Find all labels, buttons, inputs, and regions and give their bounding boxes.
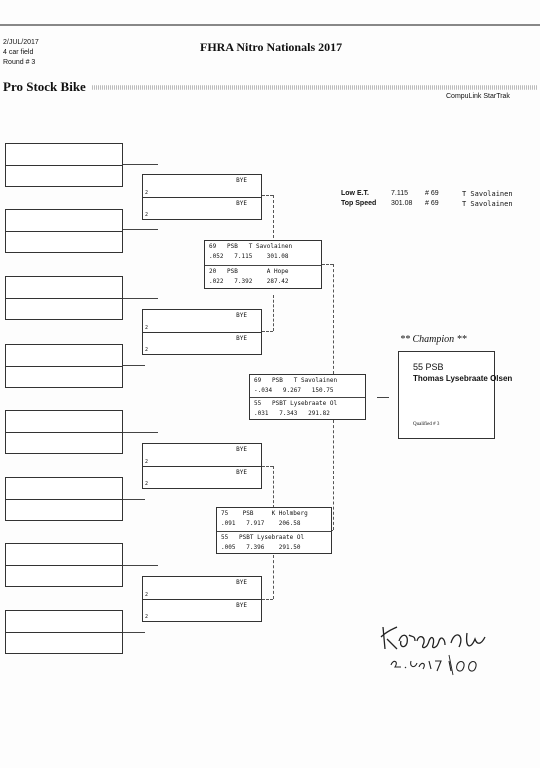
round1-box-6 [5, 477, 123, 521]
connector [273, 466, 274, 508]
connector [332, 530, 333, 531]
connector [273, 555, 274, 599]
round1-box-3 [5, 276, 123, 320]
connector [123, 432, 158, 433]
connector [123, 499, 145, 500]
top-rule [0, 24, 540, 26]
round-number: Round # 3 [3, 59, 36, 66]
round1-box-8 [5, 610, 123, 654]
champion-label: ** Champion ** [400, 334, 467, 345]
champion-name: Thomas Lysebraate Olsen [413, 374, 513, 383]
champion-qualified: Qualified # 3 [413, 422, 440, 427]
connector [123, 632, 145, 633]
field-size: 4 car field [3, 49, 34, 56]
round1-box-5 [5, 410, 123, 454]
connector [123, 298, 158, 299]
connector [123, 565, 158, 566]
connector [262, 195, 273, 196]
event-title: FHRA Nitro Nationals 2017 [200, 40, 343, 54]
round1-box-2 [5, 209, 123, 253]
round1-box-4 [5, 344, 123, 388]
connector [123, 164, 158, 165]
round2-box-a: 69 PSB T Savolainen .052 7.115 301.08 20… [204, 240, 322, 289]
event-date: 2/JUL/2017 [3, 39, 39, 46]
connector [262, 331, 273, 332]
connector [123, 365, 145, 366]
round2-box-b: 75 PSB K Holmberg .091 7.917 206.58 55 P… [216, 507, 332, 554]
round1-box-7 [5, 543, 123, 587]
connector [273, 195, 274, 243]
connector [333, 264, 334, 374]
connector [377, 397, 389, 398]
round1-box-1 [5, 143, 123, 187]
connector [333, 420, 334, 530]
connector [322, 264, 333, 265]
champion-number-class: 55 PSB [413, 362, 444, 372]
stats-block: Low E.T. 7.115 # 69 T Savolainen Top Spe… [341, 190, 513, 208]
handwritten-signature [380, 626, 486, 676]
connector [262, 599, 273, 600]
class-title: Pro Stock Bike [3, 79, 86, 94]
connector [273, 295, 274, 331]
connector [262, 466, 273, 467]
final-box: 69 PSB T Savolainen -.034 9.267 150.75 5… [249, 374, 366, 420]
connector [123, 229, 158, 230]
champion-box: 55 PSB Thomas Lysebraate Olsen Qualified… [398, 351, 512, 439]
system-label: CompuLink StarTrak [446, 93, 510, 100]
title-dotted-rule [92, 85, 537, 90]
